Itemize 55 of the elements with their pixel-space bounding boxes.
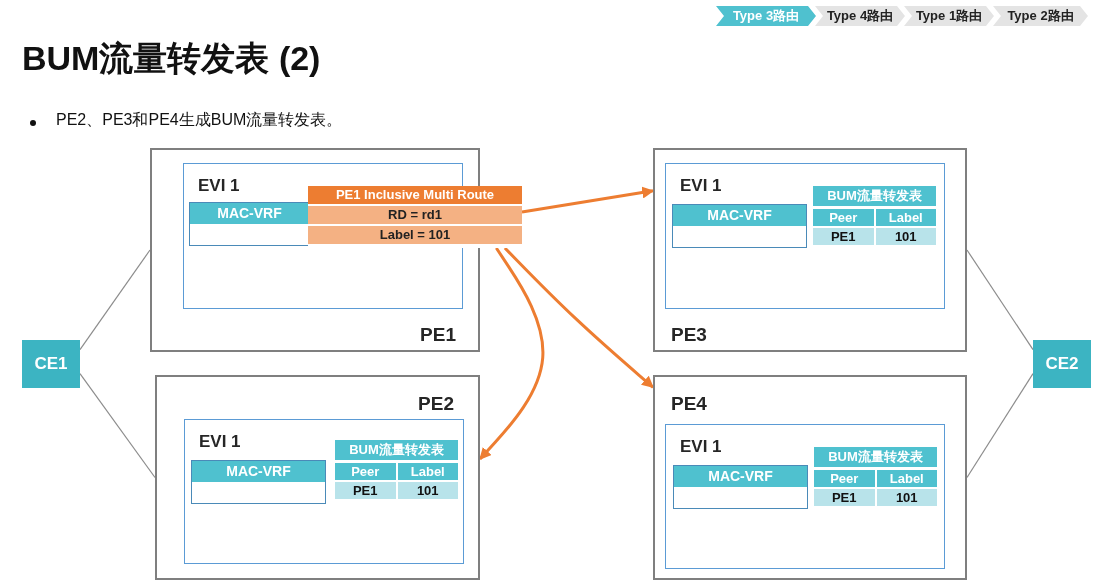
connector-line [966,373,1034,479]
mac-vrf-table [672,204,807,248]
table-header: Peer [814,469,875,487]
table-header: MAC-VRF [674,466,807,487]
evi-name: EVI 1 [199,432,241,452]
route-title: PE1 Inclusive Multi Route [308,186,522,204]
table-title: BUM流量转发表 [813,186,936,206]
router-box [653,375,967,580]
breadcrumb-step: Type 3路由 [716,6,816,26]
table-header: MAC-VRF [192,461,325,482]
table-cell: PE1 [813,228,874,246]
customer-edge-box: CE2 [1033,340,1091,388]
arrow [478,247,545,461]
table-header: Peer [813,208,874,226]
table-header: MAC-VRF [673,205,806,226]
bullet-text: PE2、PE3和PE4生成BUM流量转发表。 [56,110,343,130]
router-box [653,148,967,352]
evi-box [665,163,945,309]
router-name: PE2 [418,393,454,415]
table-cell: 101 [876,489,937,507]
evi-name: EVI 1 [198,176,240,196]
table-cell: 101 [397,482,458,500]
customer-edge-box: CE1 [22,340,80,388]
table-header: Label [875,208,936,226]
connector-line [79,249,151,351]
breadcrumb-step: Type 1路由 [904,6,994,26]
mac-vrf-table [189,202,310,246]
route-field: Label = 101 [308,226,522,244]
slide-title: BUM流量转发表 (2) [22,38,321,79]
table-title: BUM流量转发表 [335,440,458,460]
router-name: PE4 [671,393,707,415]
router-box [155,375,480,580]
evi-name: EVI 1 [680,437,722,457]
table-cell: PE1 [335,482,396,500]
table-title: BUM流量转发表 [814,447,937,467]
router-name: PE1 [420,324,456,346]
table-header: Label [397,462,458,480]
breadcrumb-step: Type 4路由 [815,6,905,26]
evi-box [184,419,464,564]
arrow [521,186,655,214]
mac-vrf-table [673,465,808,509]
table-cell: PE1 [814,489,875,507]
breadcrumb-step: Type 2路由 [993,6,1088,26]
route-field: RD = rd1 [308,206,522,224]
mac-vrf-table [191,460,326,504]
arrow [503,246,654,389]
table-header: Label [876,469,937,487]
table-header: Peer [335,462,396,480]
evi-box [665,424,945,569]
evi-name: EVI 1 [680,176,722,196]
router-name: PE3 [671,324,707,346]
connector-line [966,249,1034,351]
connector-line [79,373,156,479]
table-cell: 101 [875,228,936,246]
table-header: MAC-VRF [190,203,309,224]
